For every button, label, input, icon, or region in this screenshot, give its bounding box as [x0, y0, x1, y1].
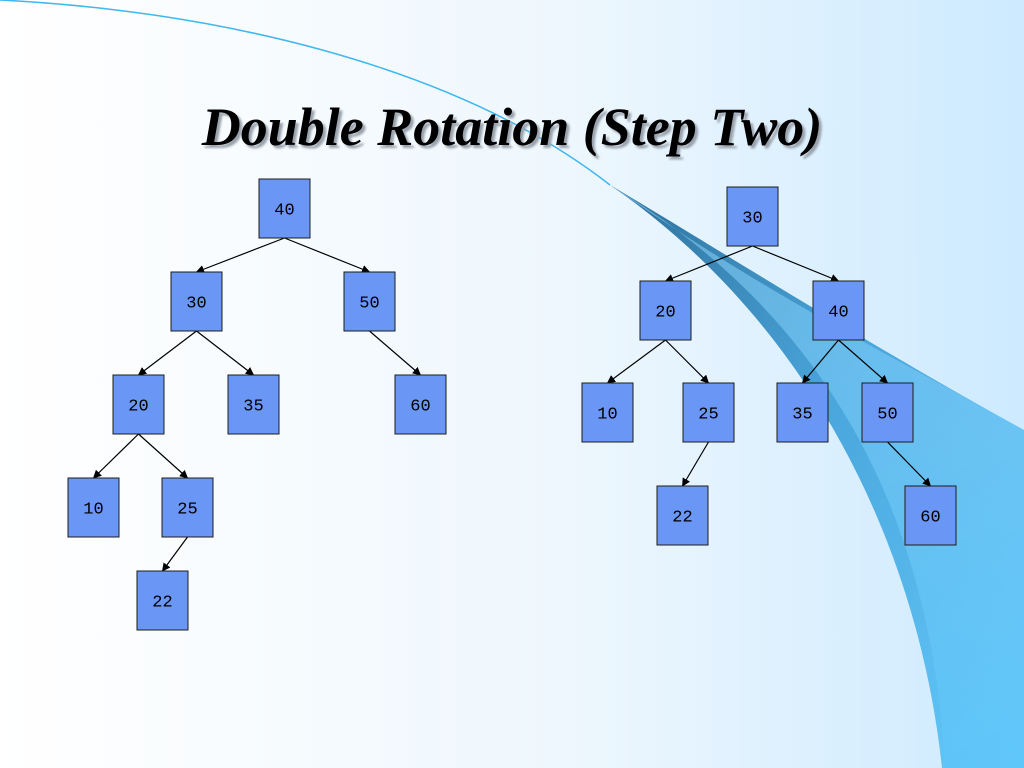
node-label: 35 [243, 398, 263, 417]
node-label: 50 [877, 406, 897, 425]
node-box [170, 271, 223, 332]
node-box [67, 477, 120, 538]
edge-before-30-to-35 [196, 330, 255, 376]
edge-before-40-to-30 [195, 237, 285, 274]
tree-node-before-40: 40 [258, 178, 311, 239]
tree-node-after-20: 20 [639, 280, 692, 341]
node-label: 10 [83, 501, 103, 520]
edge-after-50-to-60 [887, 441, 932, 487]
tree-node-after-60: 60 [904, 485, 957, 546]
node-label: 30 [742, 210, 762, 229]
edge-before-20-to-25 [138, 433, 189, 479]
edge-after-30-to-20 [664, 245, 753, 283]
node-box [394, 374, 447, 435]
node-box [639, 280, 692, 341]
edge-before-20-to-10 [92, 433, 139, 479]
node-label: 25 [177, 501, 197, 520]
node-box [812, 280, 865, 341]
node-label: 20 [128, 398, 148, 417]
node-label: 60 [410, 398, 430, 417]
tree-node-after-22: 22 [656, 485, 709, 546]
node-box [112, 374, 165, 435]
node-label: 25 [698, 406, 718, 425]
node-box [682, 382, 735, 443]
tree-node-after-35: 35 [776, 382, 829, 443]
tree-node-after-25: 25 [682, 382, 735, 443]
tree-node-before-10: 10 [67, 477, 120, 538]
node-box [861, 382, 914, 443]
edge-after-25-to-22 [681, 441, 710, 487]
node-label: 40 [828, 304, 848, 323]
tree-node-after-10: 10 [581, 382, 634, 443]
node-box [343, 271, 396, 332]
edge-after-40-to-50 [838, 339, 889, 384]
slide-title: Double Rotation (Step Two) [201, 97, 823, 157]
edge-before-30-to-20 [137, 330, 197, 376]
node-label: 60 [920, 509, 940, 528]
tree-node-before-35: 35 [227, 374, 280, 435]
edge-after-40-to-35 [801, 339, 839, 384]
node-label: 30 [186, 295, 206, 314]
node-box [136, 570, 189, 631]
tree-node-before-25: 25 [161, 477, 214, 538]
node-box [227, 374, 280, 435]
node-box [726, 186, 779, 247]
node-box [581, 382, 634, 443]
tree-node-before-22: 22 [136, 570, 189, 631]
decorative-swoosh-dark [610, 185, 1024, 768]
tree-node-before-60: 60 [394, 374, 447, 435]
node-box [258, 178, 311, 239]
decorative-swoosh-light [610, 185, 1024, 768]
node-box [656, 485, 709, 546]
tree-node-after-40: 40 [812, 280, 865, 341]
node-label: 22 [672, 509, 692, 528]
tree-node-before-30: 30 [170, 271, 223, 332]
node-label: 35 [792, 406, 812, 425]
node-label: 50 [359, 295, 379, 314]
tree-node-after-30: 30 [726, 186, 779, 247]
edge-before-50-to-60 [369, 330, 422, 376]
tree-node-after-50: 50 [861, 382, 914, 443]
edge-after-20-to-25 [665, 339, 710, 384]
edge-after-20-to-10 [606, 339, 666, 384]
node-label: 10 [597, 406, 617, 425]
decorative-arc-line [0, 0, 611, 186]
node-box [161, 477, 214, 538]
edge-before-40-to-50 [284, 237, 371, 274]
node-label: 40 [274, 202, 294, 221]
tree-node-before-20: 20 [112, 374, 165, 435]
node-label: 20 [655, 304, 675, 323]
edge-after-30-to-40 [752, 245, 840, 283]
node-box [904, 485, 957, 546]
node-label: 22 [152, 594, 172, 613]
edge-before-25-to-22 [162, 536, 188, 572]
node-box [776, 382, 829, 443]
tree-node-before-50: 50 [343, 271, 396, 332]
